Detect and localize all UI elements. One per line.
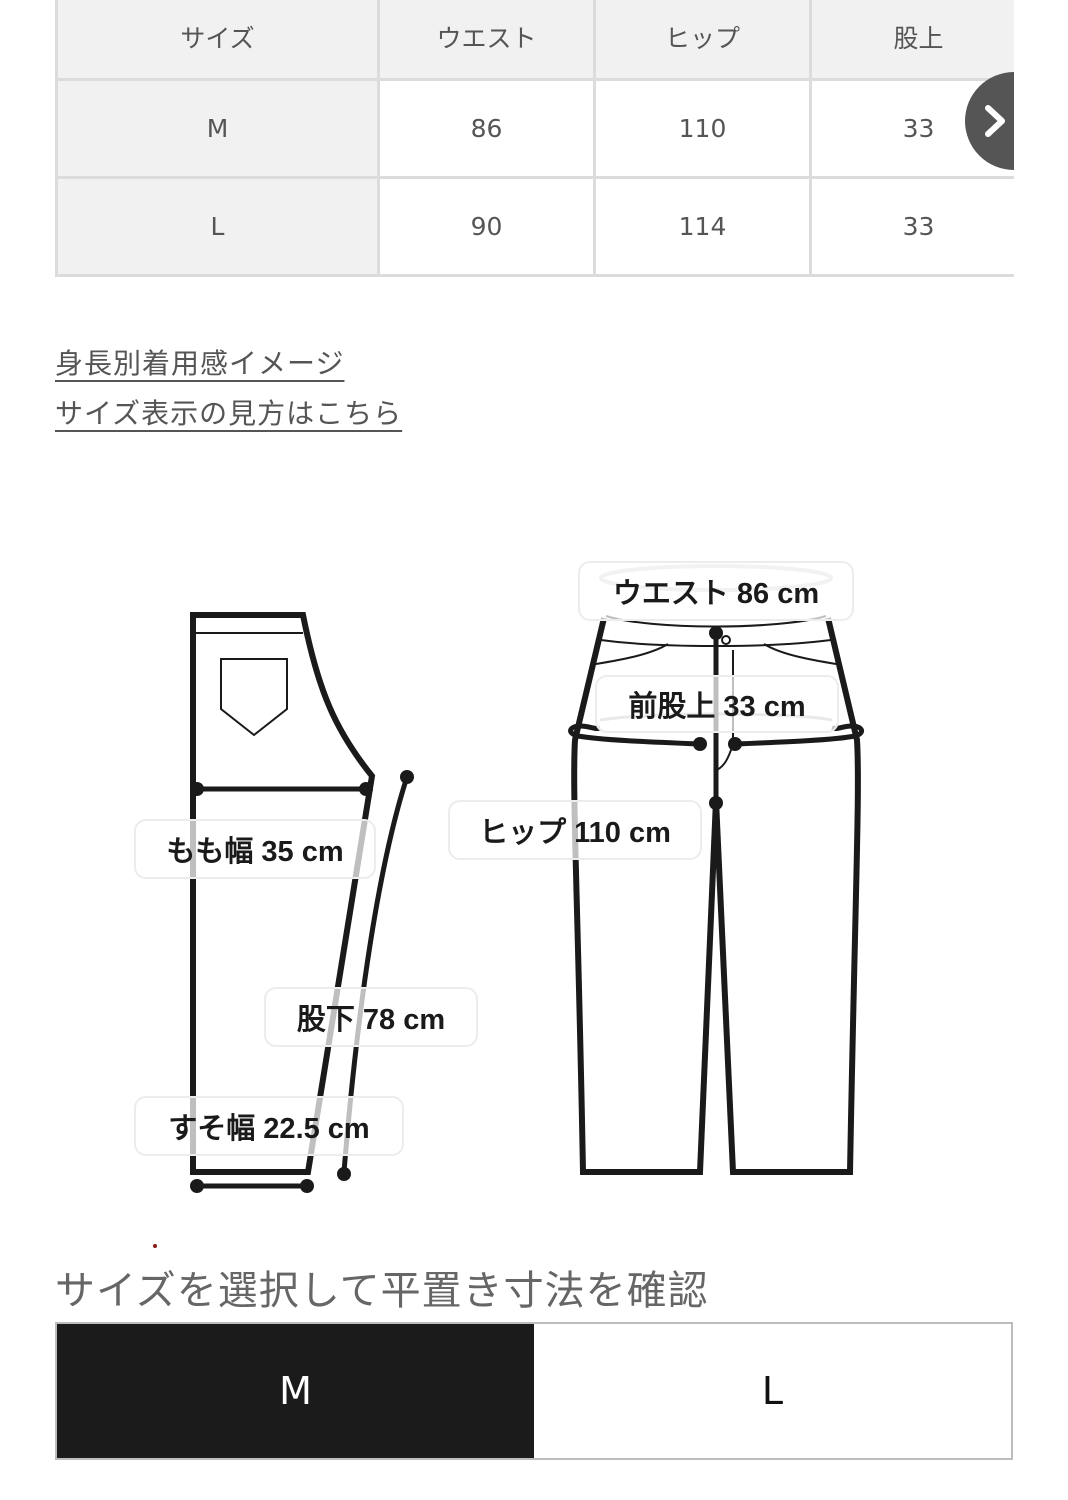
cell-hip: 114 xyxy=(593,176,812,277)
cell-waist: 86 xyxy=(377,78,596,179)
chevron-right-icon xyxy=(985,105,1005,137)
fit-by-height-link[interactable]: 身長別着用感イメージ xyxy=(55,347,345,380)
table-scroll-area xyxy=(960,60,1014,180)
size-option-l[interactable]: L xyxy=(534,1324,1011,1458)
table-next-button[interactable] xyxy=(965,72,1014,170)
front-rise-label: 前股上 33 cm xyxy=(595,675,839,733)
size-selector: M L xyxy=(55,1322,1013,1460)
cell-waist: 90 xyxy=(377,176,596,277)
header-hip: ヒップ xyxy=(593,0,812,81)
size-selector-title: サイズを選択して平置き寸法を確認 xyxy=(55,1268,709,1314)
thigh-label: もも幅 35 cm xyxy=(134,819,376,879)
table-header-row: サイズ ウエスト ヒップ 股上 xyxy=(55,0,1014,81)
cell-size: M xyxy=(55,78,380,179)
hem-label: すそ幅 22.5 cm xyxy=(134,1096,404,1156)
waist-label: ウエスト 86 cm xyxy=(578,561,854,621)
hip-label: ヒップ 110 cm xyxy=(448,800,702,860)
size-table-container: サイズ ウエスト ヒップ 股上 M 86 110 33 L 90 114 33 xyxy=(55,0,1014,283)
cell-rise: 33 xyxy=(809,176,1014,277)
inseam-label: 股下 78 cm xyxy=(264,987,478,1047)
cell-rise: 33 xyxy=(809,78,1014,179)
size-table: サイズ ウエスト ヒップ 股上 M 86 110 33 L 90 114 33 xyxy=(55,0,1014,277)
measurement-diagram: ウエスト 86 cm 前股上 33 cm ヒップ 110 cm もも幅 35 c… xyxy=(0,540,1068,1220)
front-measure-points xyxy=(693,626,742,810)
table-row: M 86 110 33 xyxy=(55,78,1014,179)
size-option-m[interactable]: M xyxy=(57,1324,534,1458)
cell-hip: 110 xyxy=(593,78,812,179)
side-measure-points xyxy=(190,770,414,1193)
decorative-dot xyxy=(153,1244,157,1248)
cell-size: L xyxy=(55,176,380,277)
header-waist: ウエスト xyxy=(377,0,596,81)
header-size: サイズ xyxy=(55,0,380,81)
header-rise: 股上 xyxy=(809,0,1014,81)
size-guide-link[interactable]: サイズ表示の見方はこちら xyxy=(55,397,403,430)
table-row: L 90 114 33 xyxy=(55,176,1014,277)
